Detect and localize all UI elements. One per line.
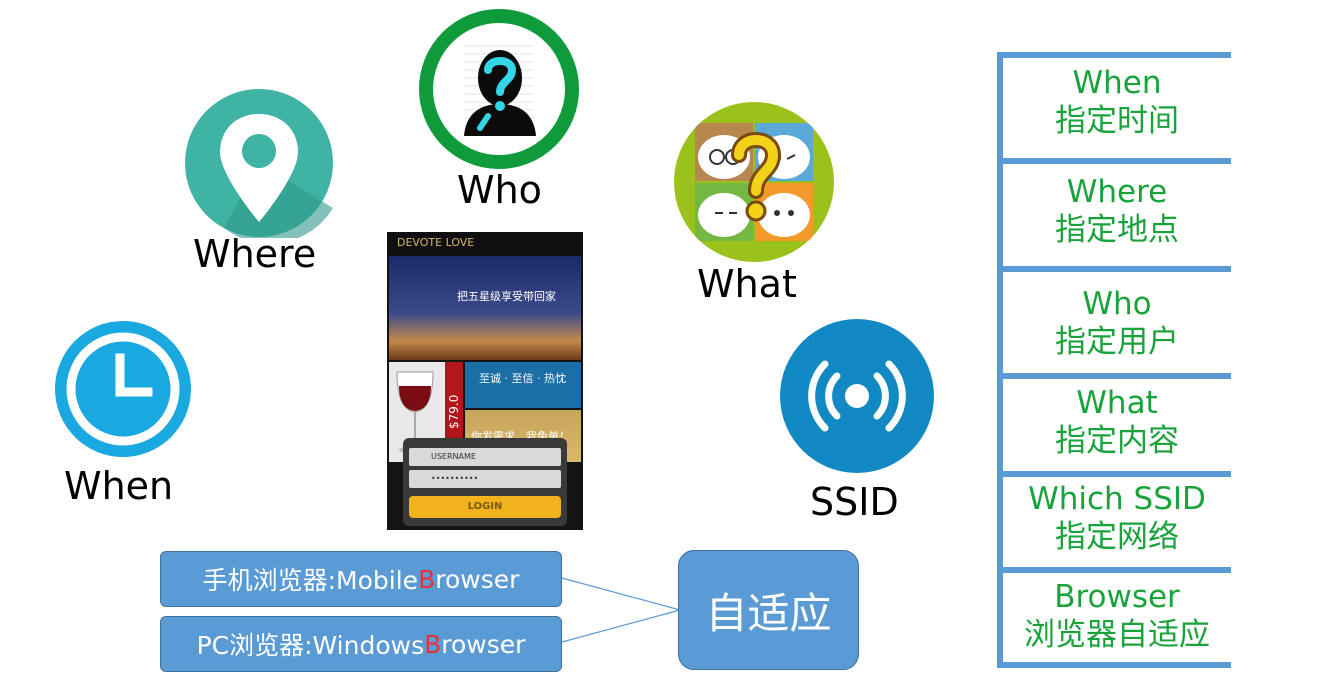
password-input[interactable]: ••••••••••	[409, 470, 561, 488]
phone-banner	[389, 256, 581, 360]
adaptive-box: 自适应	[678, 550, 859, 670]
panel-cell-zh: 指定地点	[1055, 212, 1179, 248]
panel-cell-when: When 指定时间	[1003, 64, 1231, 140]
panel-cell-browser: Browser 浏览器自适应	[1003, 578, 1231, 654]
phone-mockup: DEVOTE LOVE 把五星级享受带回家 $79.0 至诚 · 至信 · 热忱…	[387, 232, 583, 530]
panel-cell-en: When	[1072, 65, 1162, 101]
cartoon-question-icon	[674, 102, 834, 262]
panel-cell-en: Which SSID	[1028, 481, 1206, 517]
panel-separator	[997, 52, 1231, 58]
panel-separator	[997, 158, 1231, 164]
where-label: Where	[193, 232, 317, 276]
pc-browser-suffix: rowser	[441, 629, 526, 659]
panel-cell-zh: 指定用户	[1055, 324, 1179, 360]
panel-cell-ssid: Which SSID 指定网络	[1003, 480, 1231, 556]
panel-cell-who: Who 指定用户	[1003, 285, 1231, 361]
phone-logo: DEVOTE LOVE	[397, 236, 475, 249]
mobile-browser-b: B	[418, 564, 436, 594]
username-input[interactable]: USERNAME	[409, 448, 561, 466]
panel-separator	[997, 266, 1231, 272]
mobile-browser-suffix: rowser	[435, 564, 520, 594]
panel-cell-en: Who	[1082, 286, 1152, 322]
panel-separator	[997, 471, 1231, 477]
phone-banner-text: 把五星级享受带回家	[457, 290, 556, 303]
panel-separator	[997, 373, 1231, 379]
panel-cell-zh: 浏览器自适应	[1024, 617, 1210, 653]
mobile-browser-prefix: 手机浏览器:Mobile	[202, 566, 419, 595]
user-question-icon	[419, 9, 579, 169]
location-pin-icon	[185, 89, 333, 238]
what-label: What	[697, 262, 797, 306]
panel-cell-where: Where 指定地点	[1003, 173, 1231, 249]
connector-lines	[561, 577, 681, 643]
clock-icon	[55, 321, 191, 457]
panel-separator	[997, 567, 1231, 573]
panel-cell-zh: 指定内容	[1055, 423, 1179, 459]
wifi-signal-icon	[780, 319, 934, 473]
pc-browser-prefix: PC浏览器:Windows	[196, 631, 425, 660]
panel-cell-en: What	[1076, 385, 1158, 421]
panel-vertical-line	[997, 52, 1003, 668]
phone-header	[387, 232, 583, 256]
login-button[interactable]: LOGIN	[409, 496, 561, 518]
panel-cell-zh: 指定时间	[1055, 103, 1179, 139]
panel-cell-en: Where	[1066, 174, 1168, 210]
who-label: Who	[457, 168, 542, 212]
when-label: When	[64, 464, 174, 508]
promo-blue-text: 至诚 · 至信 · 热忱	[479, 372, 566, 385]
panel-cell-en: Browser	[1054, 579, 1180, 615]
ssid-label: SSID	[810, 480, 899, 524]
pc-browser-b: B	[424, 629, 442, 659]
panel-separator	[997, 662, 1231, 668]
promo-blue	[465, 362, 581, 408]
panel-cell-what: What 指定内容	[1003, 384, 1231, 460]
panel-cell-zh: 指定网络	[1055, 519, 1179, 555]
